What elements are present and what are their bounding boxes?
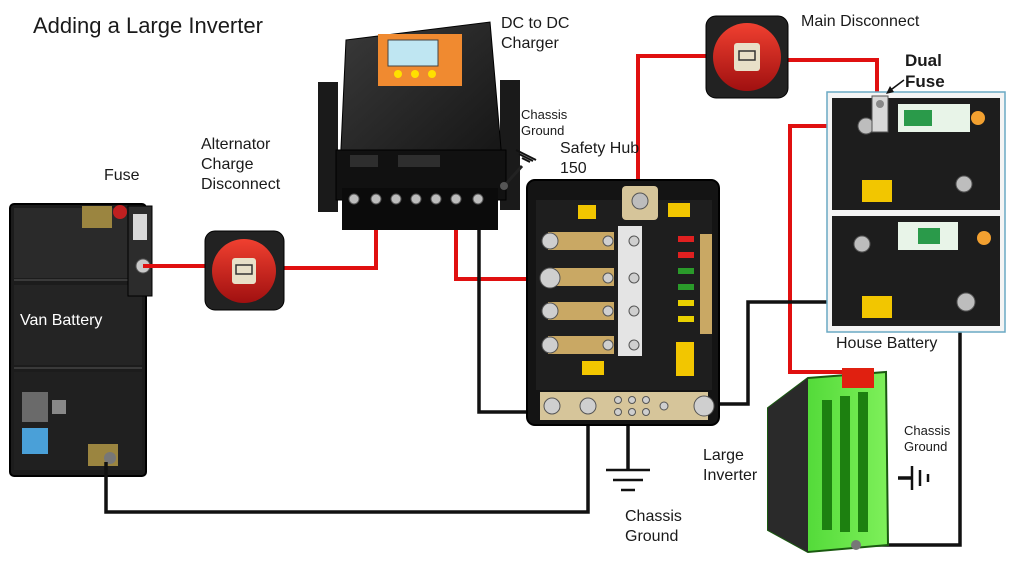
wire-van-neg-to-hub bbox=[104, 412, 590, 514]
house-battery bbox=[826, 91, 1006, 333]
charger-chassis-ground bbox=[500, 149, 537, 190]
diagram-title: Adding a Large Inverter bbox=[33, 13, 263, 38]
wire-main-disconnect-to-fuse bbox=[785, 58, 879, 100]
inverter-ground-symbol bbox=[910, 466, 930, 490]
fuse-block bbox=[127, 205, 153, 297]
main-disconnect-switch bbox=[705, 15, 789, 99]
wire-charger-neg-to-hub bbox=[477, 198, 548, 414]
safety-hub-label: Safety Hub 150 bbox=[560, 140, 640, 177]
safety-hub bbox=[526, 179, 720, 426]
dc-charger-label: DC to DC Charger bbox=[501, 15, 570, 52]
wire-house-neg-to-inverter bbox=[862, 302, 962, 547]
alternator-disconnect-label: Alternator Charge Disconnect bbox=[201, 136, 281, 193]
dc-dc-charger bbox=[318, 21, 520, 230]
charger-chassis-ground-label: Chassis Ground bbox=[521, 107, 568, 139]
inverter-chassis-ground-label: Chassis Ground bbox=[904, 423, 951, 455]
van-battery-label: Van Battery bbox=[20, 312, 103, 329]
dual-fuse-label: Dual Fuse bbox=[905, 51, 945, 92]
van-battery bbox=[9, 203, 147, 477]
fuse-label: Fuse bbox=[104, 167, 140, 184]
main-disconnect-label: Main Disconnect bbox=[801, 13, 920, 30]
chassis-ground-symbol bbox=[606, 468, 650, 492]
large-inverter-label: Large Inverter bbox=[703, 447, 758, 484]
house-battery-label: House Battery bbox=[836, 335, 938, 352]
alternator-disconnect-switch bbox=[204, 230, 285, 311]
large-inverter bbox=[767, 368, 890, 554]
hub-chassis-ground-label: Chassis Ground bbox=[625, 508, 682, 545]
wire-hub-to-main-disconnect bbox=[636, 54, 712, 190]
dual-fuse-arrowhead bbox=[886, 86, 894, 94]
